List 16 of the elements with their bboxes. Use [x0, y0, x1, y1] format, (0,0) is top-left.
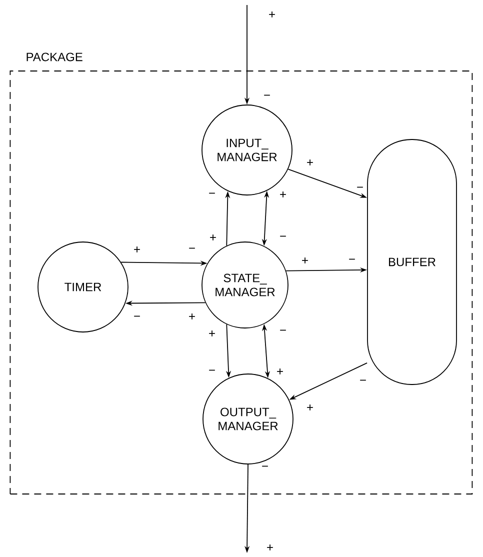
sign-label: − — [209, 192, 215, 194]
sign-label: + — [269, 12, 275, 18]
sign-label: + — [189, 314, 195, 320]
sign-label: − — [357, 186, 363, 188]
sign-label: + — [277, 368, 283, 374]
sign-label: + — [307, 160, 313, 166]
sign-label: + — [302, 258, 308, 264]
sign-label: + — [307, 404, 313, 410]
sign-label: + — [209, 330, 215, 336]
sign-label: − — [349, 258, 355, 260]
sign-label: − — [360, 380, 366, 381]
sign-label: + — [134, 246, 140, 252]
node-label: PACKAGE — [26, 52, 82, 62]
sign-label: + — [267, 544, 273, 550]
sign-label: + — [210, 234, 216, 240]
sign-label: + — [280, 192, 286, 198]
